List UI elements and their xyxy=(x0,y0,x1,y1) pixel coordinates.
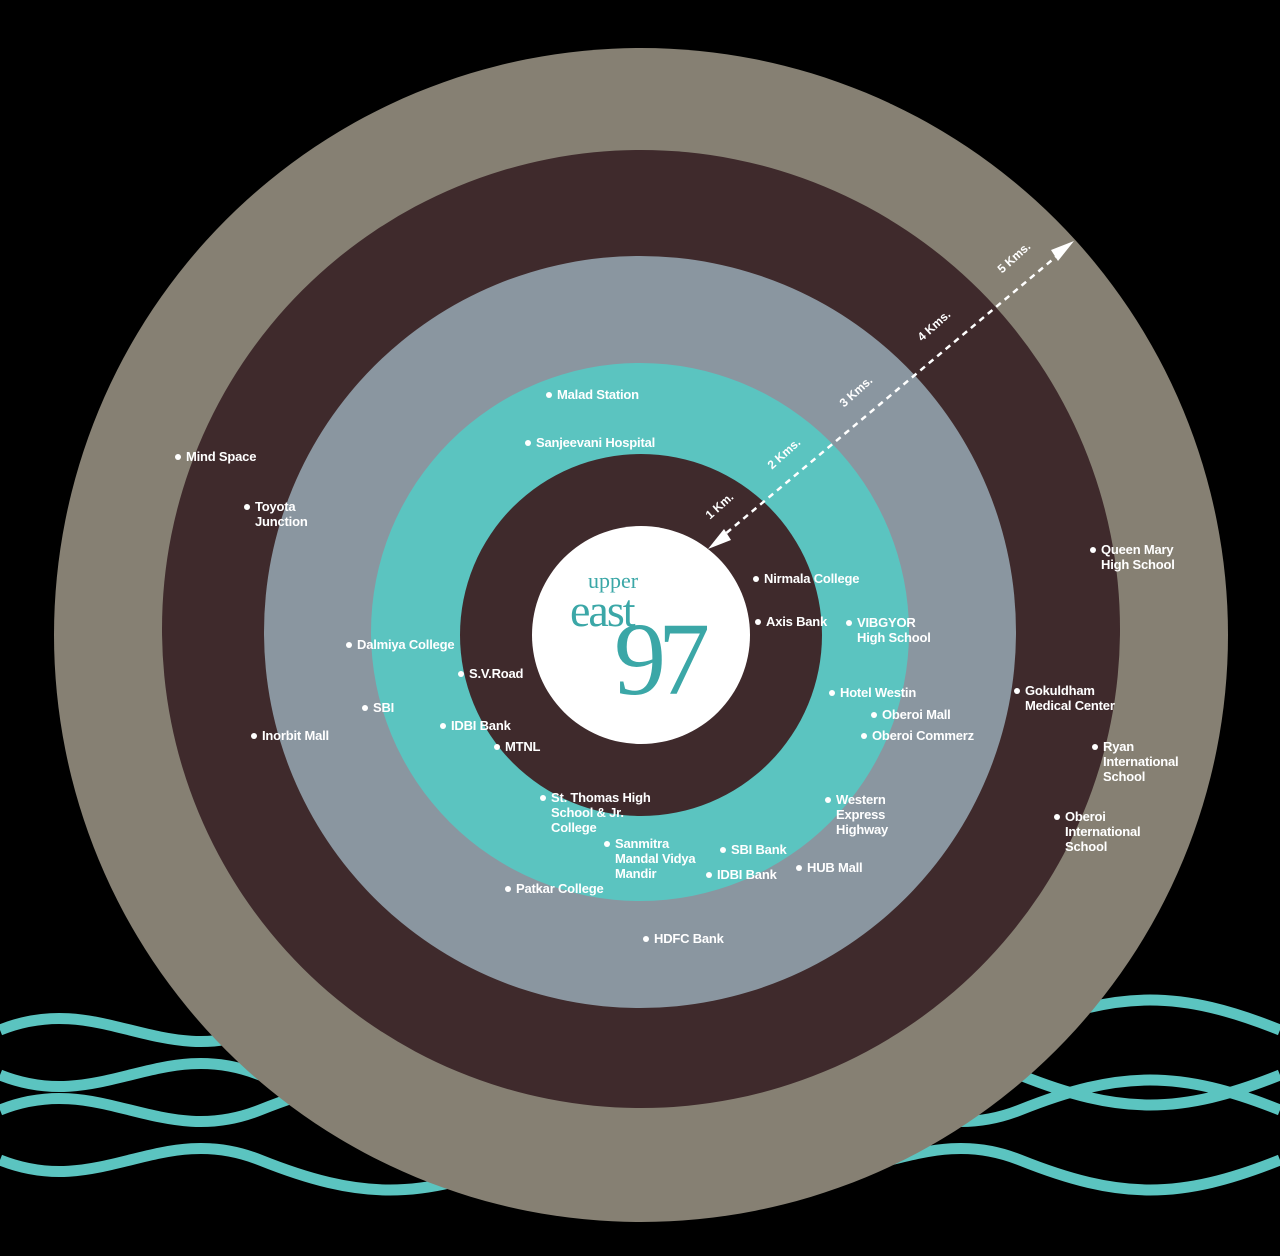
landmark-label: Mind Space xyxy=(175,449,256,464)
location-dot xyxy=(829,690,835,696)
landmark-label: VIBGYOR High School xyxy=(846,615,931,645)
location-dot xyxy=(1090,547,1096,553)
landmark-label: SBI Bank xyxy=(720,842,787,857)
location-dot xyxy=(861,733,867,739)
location-dot xyxy=(362,705,368,711)
landmark-label: MTNL xyxy=(494,739,541,754)
landmark-label: Malad Station xyxy=(546,387,639,402)
location-dot xyxy=(251,733,257,739)
landmark-label: Ryan International School xyxy=(1092,739,1179,784)
landmark-label: Queen Mary High School xyxy=(1090,542,1175,572)
logo-east: east xyxy=(570,585,636,636)
landmark-label: Western Express Highway xyxy=(825,792,888,837)
logo-upper: upper xyxy=(588,568,639,593)
location-dot xyxy=(796,865,802,871)
landmark-label: Patkar College xyxy=(505,881,604,896)
location-dot xyxy=(458,671,464,677)
landmark-label: Sanmitra Mandal Vidya Mandir xyxy=(604,836,696,881)
location-dot xyxy=(825,797,831,803)
landmark-label: Axis Bank xyxy=(755,614,827,629)
landmark-label: Dalmiya College xyxy=(346,637,455,652)
arrowhead-outer xyxy=(1051,241,1074,261)
project-logo: upper east 97 xyxy=(532,526,750,744)
location-dot xyxy=(706,872,712,878)
landmark-label: IDBI Bank xyxy=(440,718,511,733)
landmark-label: HDFC Bank xyxy=(643,931,724,946)
landmark-label: HUB Mall xyxy=(796,860,863,875)
location-dot xyxy=(540,795,546,801)
location-dot xyxy=(175,454,181,460)
landmark-label: S.V.Road xyxy=(458,666,523,681)
location-dot xyxy=(643,936,649,942)
landmark-label: Nirmala College xyxy=(753,571,859,586)
location-dot xyxy=(546,392,552,398)
location-dot xyxy=(871,712,877,718)
arrowhead-inner xyxy=(708,529,731,549)
location-dot xyxy=(244,504,250,510)
location-dot xyxy=(346,642,352,648)
landmark-label: Inorbit Mall xyxy=(251,728,329,743)
location-dot xyxy=(525,440,531,446)
wave-line xyxy=(0,1142,523,1196)
landmark-label: Oberoi International School xyxy=(1054,809,1141,854)
location-dot xyxy=(846,620,852,626)
location-dot xyxy=(755,619,761,625)
landmark-label: Oberoi Commerz xyxy=(861,728,974,743)
landmark-label: Toyota Junction xyxy=(244,499,308,529)
location-dot xyxy=(720,847,726,853)
location-dot xyxy=(505,886,511,892)
location-dot xyxy=(1054,814,1060,820)
landmark-label: St. Thomas High School & Jr. College xyxy=(540,790,651,835)
landmark-label: SBI xyxy=(362,700,394,715)
location-dot xyxy=(440,723,446,729)
location-dot xyxy=(604,841,610,847)
landmark-label: Oberoi Mall xyxy=(871,707,951,722)
logo-number: 97 xyxy=(614,602,710,717)
landmark-label: Sanjeevani Hospital xyxy=(525,435,655,450)
landmark-label: Hotel Westin xyxy=(829,685,916,700)
landmark-label: Gokuldham Medical Center xyxy=(1014,683,1115,713)
location-dot xyxy=(753,576,759,582)
location-dot xyxy=(1014,688,1020,694)
landmark-label: IDBI Bank xyxy=(706,867,777,882)
location-dot xyxy=(1092,744,1098,750)
location-dot xyxy=(494,744,500,750)
